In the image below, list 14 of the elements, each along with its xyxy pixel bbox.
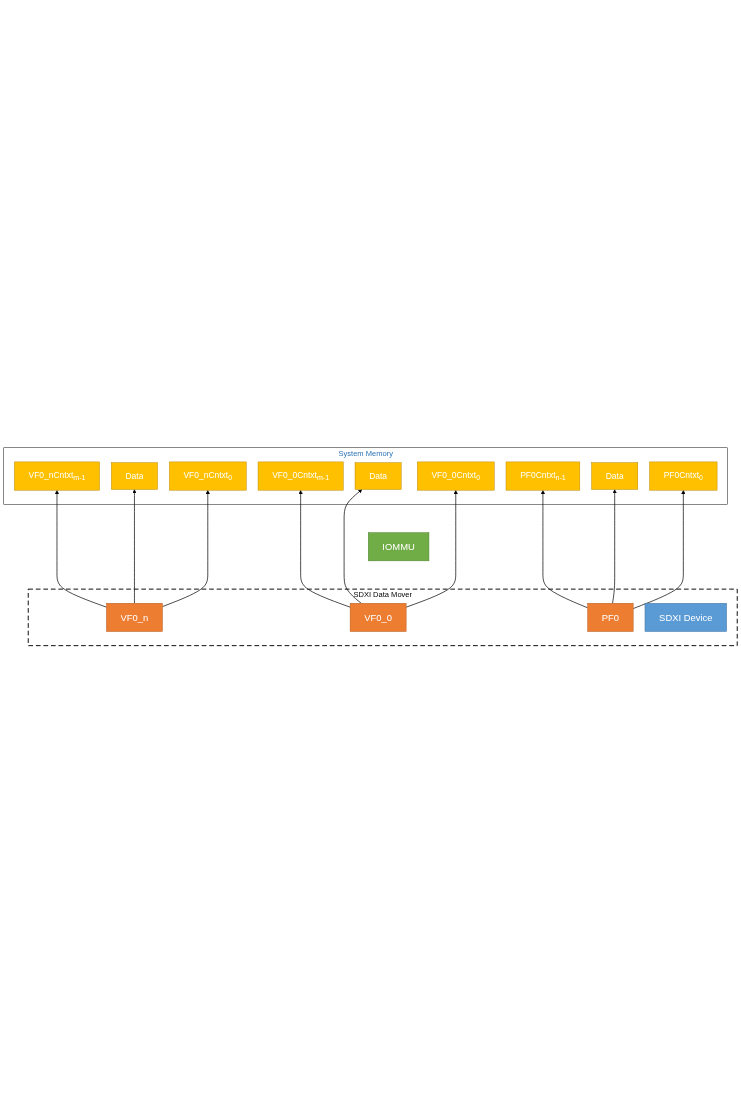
node-box: Data <box>354 462 402 490</box>
node-box: VF0_0Cntxt$_{m-1}$ <box>257 461 344 491</box>
node-box: PF0Cntxt$_{0}$ <box>649 461 718 491</box>
node-box: VF0_nCntxt$_{m-1}$ <box>14 461 100 491</box>
node-box: Data <box>591 462 639 490</box>
node-box: Data <box>111 462 158 490</box>
node-box: PF0Cntxt$_{n-1}$ <box>505 461 581 491</box>
node-box: VF0_0Cntxt$_{0}$ <box>417 461 495 491</box>
node-box: PF0 <box>587 603 634 633</box>
node-box: VF0_nCntxt$_{0}$ <box>169 461 247 491</box>
node-box: VF0_0 <box>349 603 407 633</box>
node-box: IOMMU <box>368 532 430 562</box>
node-box: SDXI Device <box>644 603 727 633</box>
node-box: VF0_n <box>106 603 163 633</box>
